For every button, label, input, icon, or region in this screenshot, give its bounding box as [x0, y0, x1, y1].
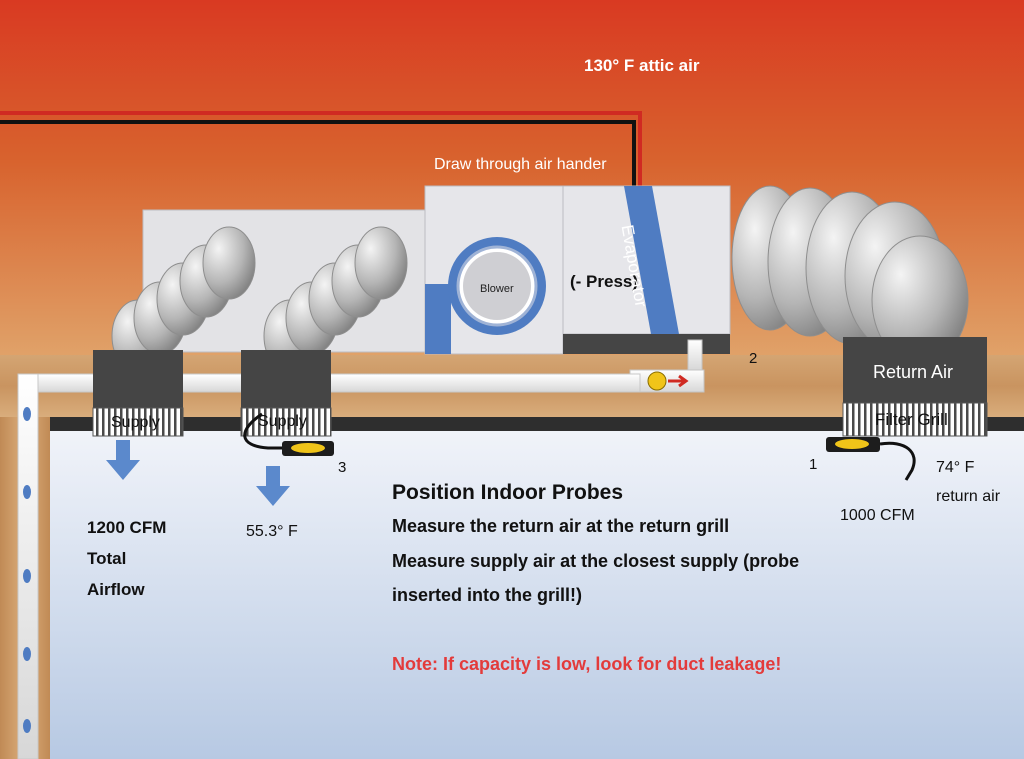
- instructions-title: Position Indoor Probes: [392, 481, 624, 504]
- attic-air-label: 130° F attic air: [584, 56, 700, 75]
- blower-outlet: [425, 284, 451, 354]
- return-air-label: Return Air: [873, 362, 954, 382]
- probe-1-number: 1: [809, 456, 818, 473]
- filter-grill-label: Filter Grill: [875, 410, 948, 429]
- supply-2-label: Supply: [258, 413, 307, 430]
- total-airflow-line1: 1200 CFM: [87, 518, 167, 537]
- flow-arrow-icon: [668, 374, 689, 388]
- evaporator-coil: [624, 186, 679, 334]
- leakage-note: Note: If capacity is low, look for duct …: [392, 654, 782, 674]
- supply-box-2: [241, 350, 331, 408]
- flex-duct-return: [731, 185, 969, 365]
- instructions-line2: Measure supply air at the closest supply…: [392, 551, 800, 571]
- trap-float: [647, 371, 667, 391]
- drain-elbow: [629, 369, 705, 393]
- return-temp-line1: 74° F: [936, 459, 975, 476]
- total-airflow-line3: Airflow: [87, 580, 145, 599]
- return-box: [843, 337, 987, 403]
- blower-label: Blower: [480, 283, 514, 295]
- drain-pan: [563, 334, 730, 354]
- supply-grill-1: [92, 407, 184, 437]
- supply-temp-label: 55.3° F: [246, 523, 298, 540]
- blower-hub: [463, 252, 531, 320]
- probe-3-cable: [243, 412, 282, 450]
- return-temp-line2: return air: [936, 488, 1001, 505]
- supply-1-label: Supply: [111, 414, 160, 431]
- probe-1-cable: [879, 441, 916, 481]
- drain-down-pipe: [17, 373, 39, 759]
- room-background: [0, 417, 1024, 759]
- instructions-line1: Measure the return air at the return gri…: [392, 516, 730, 536]
- supply-grill-2: [240, 407, 332, 437]
- airflow-arrow-icon-1: [106, 440, 140, 480]
- instructions-line3: inserted into the grill!): [392, 585, 583, 605]
- probe-3-number: 3: [338, 459, 347, 476]
- air-handler-label: Draw through air hander: [434, 156, 607, 173]
- probe-3-sensor-icon: [291, 443, 325, 453]
- drain-riser: [687, 339, 703, 371]
- suction-line: [0, 111, 642, 212]
- pressure-label: (- Press): [570, 272, 639, 291]
- water-drops: [23, 407, 31, 733]
- probe-1-sensor-icon: [835, 439, 869, 449]
- liquid-line: [0, 120, 636, 212]
- supply-box-1: [93, 350, 183, 408]
- airflow-arrow-icon-2: [256, 466, 290, 506]
- probe-2-number: 2: [749, 350, 758, 367]
- total-airflow-line2: Total: [87, 549, 127, 568]
- return-filter-grill: [842, 402, 988, 437]
- return-cfm-label: 1000 CFM: [840, 507, 915, 524]
